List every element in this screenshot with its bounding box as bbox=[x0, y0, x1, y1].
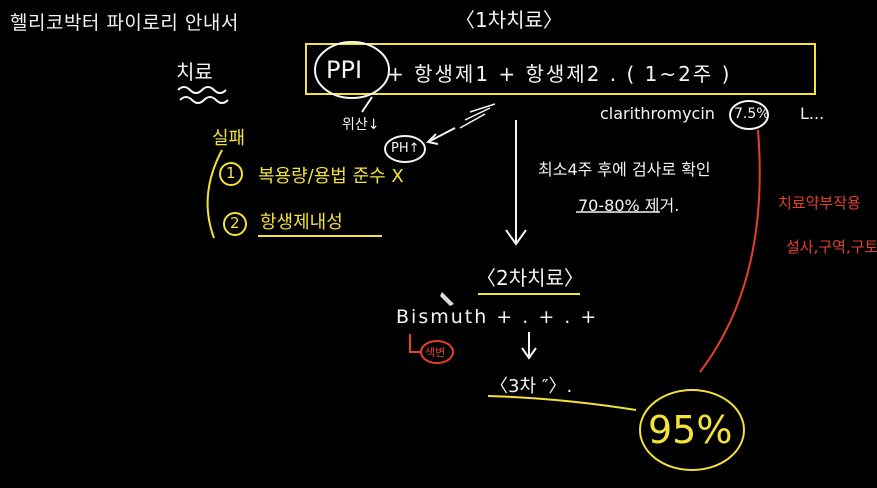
resistance-percent: 7.5% bbox=[734, 106, 770, 122]
note-arrow bbox=[409, 334, 422, 353]
squiggle-1 bbox=[177, 86, 227, 94]
connector-curve bbox=[487, 395, 637, 411]
failure-item2-number: 2 bbox=[230, 214, 240, 232]
first-formula: + 항생제1 + 항생제2 . ( 1~2주 ) bbox=[387, 62, 732, 86]
hatch-strokes bbox=[459, 103, 496, 129]
ppi-label: PPI bbox=[326, 56, 363, 84]
check-note: 최소4주 후에 검사로 확인 bbox=[538, 160, 711, 179]
failure-item1-number: 1 bbox=[226, 164, 236, 182]
acid-note: 위산↓ bbox=[342, 117, 380, 133]
side-effects-list: 설사,구역,구토 bbox=[786, 238, 877, 256]
third-treatment-heading: 〈3차 ″〉. bbox=[490, 376, 573, 397]
trailing-mark: L... bbox=[800, 104, 825, 123]
ph-note: PH↑ bbox=[391, 141, 420, 156]
bismuth-note: 색변 bbox=[425, 346, 446, 359]
failure-heading: 실패 bbox=[212, 128, 246, 149]
page-title: 헬리코박터 파이로리 안내서 bbox=[10, 12, 239, 34]
down-arrow-second bbox=[521, 332, 537, 360]
clarithromycin-label: clarithromycin bbox=[600, 104, 715, 123]
second-formula: Bismuth + . + . + bbox=[396, 306, 599, 328]
first-treatment-heading: 〈1차치료〉 bbox=[455, 8, 563, 32]
down-arrow-main bbox=[505, 120, 527, 246]
failure-item1-text: 복용량/용법 준수 X bbox=[258, 166, 404, 187]
failure-item2-text: 항생제내성 bbox=[260, 212, 343, 233]
second-treatment-heading: 〈2차치료〉 bbox=[476, 266, 584, 290]
ppi-arrow bbox=[361, 96, 373, 113]
eradication-note: 70-80% 제거. bbox=[578, 196, 680, 215]
ph-arrow bbox=[425, 127, 456, 145]
treatment-label: 치료 bbox=[176, 60, 213, 84]
success-percent: 95% bbox=[648, 408, 733, 452]
failure-bracket bbox=[206, 149, 223, 239]
pencil-cursor-icon bbox=[440, 292, 454, 306]
squiggle-2 bbox=[179, 96, 229, 104]
side-effects-heading: 치료약부작용 bbox=[778, 194, 861, 212]
